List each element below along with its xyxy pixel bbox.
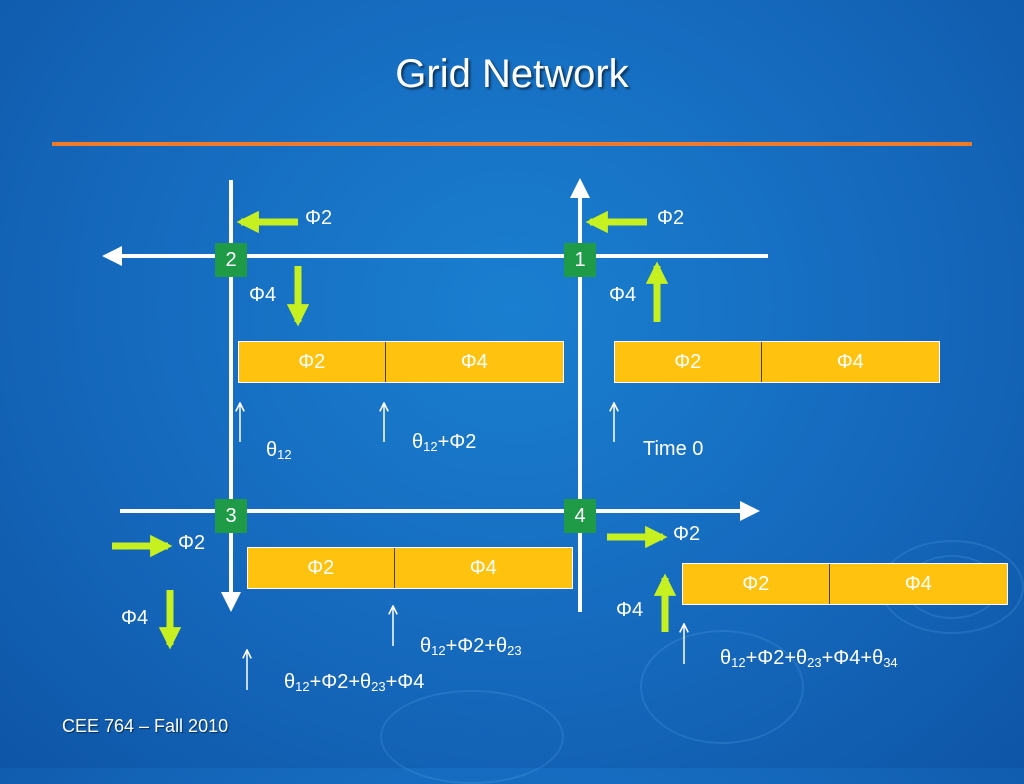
phase-segment-phi2: Φ2 <box>683 564 829 604</box>
phase-label: Φ2 <box>657 207 685 229</box>
footer-course-label: CEE 764 – Fall 2010 <box>62 716 229 736</box>
phase-segment-phi2: Φ2 <box>239 342 385 382</box>
phase-label: Φ2 <box>673 523 701 545</box>
slide-title: Grid Network <box>395 52 629 96</box>
phase-segment-phi2: Φ2 <box>615 342 761 382</box>
phase-segment-phi2: Φ2 <box>248 548 394 588</box>
phase-label: Φ4 <box>249 284 277 306</box>
phase-label: Φ4 <box>121 607 149 629</box>
phase-label: Φ2 <box>178 532 206 554</box>
intersection-node-2: 2 <box>215 243 247 277</box>
phase-label: Φ4 <box>609 284 637 306</box>
offset-label-theta12: θ12 <box>266 439 292 462</box>
phase-label: Φ2 <box>305 207 333 229</box>
intersection-node-3: 3 <box>215 499 247 533</box>
phase-segment-phi4: Φ4 <box>828 564 1007 604</box>
phase-segment-phi4: Φ4 <box>393 548 572 588</box>
title-underline <box>52 142 972 146</box>
phase-timing-bar-node2: Φ2 Φ4 <box>238 341 564 383</box>
phase-timing-bar-node1: Φ2 Φ4 <box>614 341 940 383</box>
time-zero-label: Time 0 <box>643 438 704 460</box>
phase-timing-bar-node4: Φ2 Φ4 <box>682 563 1008 605</box>
phase-label: Φ4 <box>616 599 644 621</box>
phase-segment-phi4: Φ4 <box>760 342 939 382</box>
offset-label-theta12-phi2-theta23-phi4: θ12+Φ2+θ23+Φ4 <box>284 671 425 694</box>
intersection-node-1: 1 <box>564 243 596 277</box>
ripple-decoration <box>640 630 804 744</box>
phase-timing-bar-node3: Φ2 Φ4 <box>247 547 573 589</box>
offset-label-theta12-phi2: θ12+Φ2 <box>412 431 477 454</box>
intersection-node-4: 4 <box>564 499 596 533</box>
offset-label-full-cycle: θ12+Φ2+θ23+Φ4+θ34 <box>720 647 898 670</box>
phase-segment-phi4: Φ4 <box>384 342 563 382</box>
offset-label-theta12-phi2-theta23: θ12+Φ2+θ23 <box>420 635 522 658</box>
